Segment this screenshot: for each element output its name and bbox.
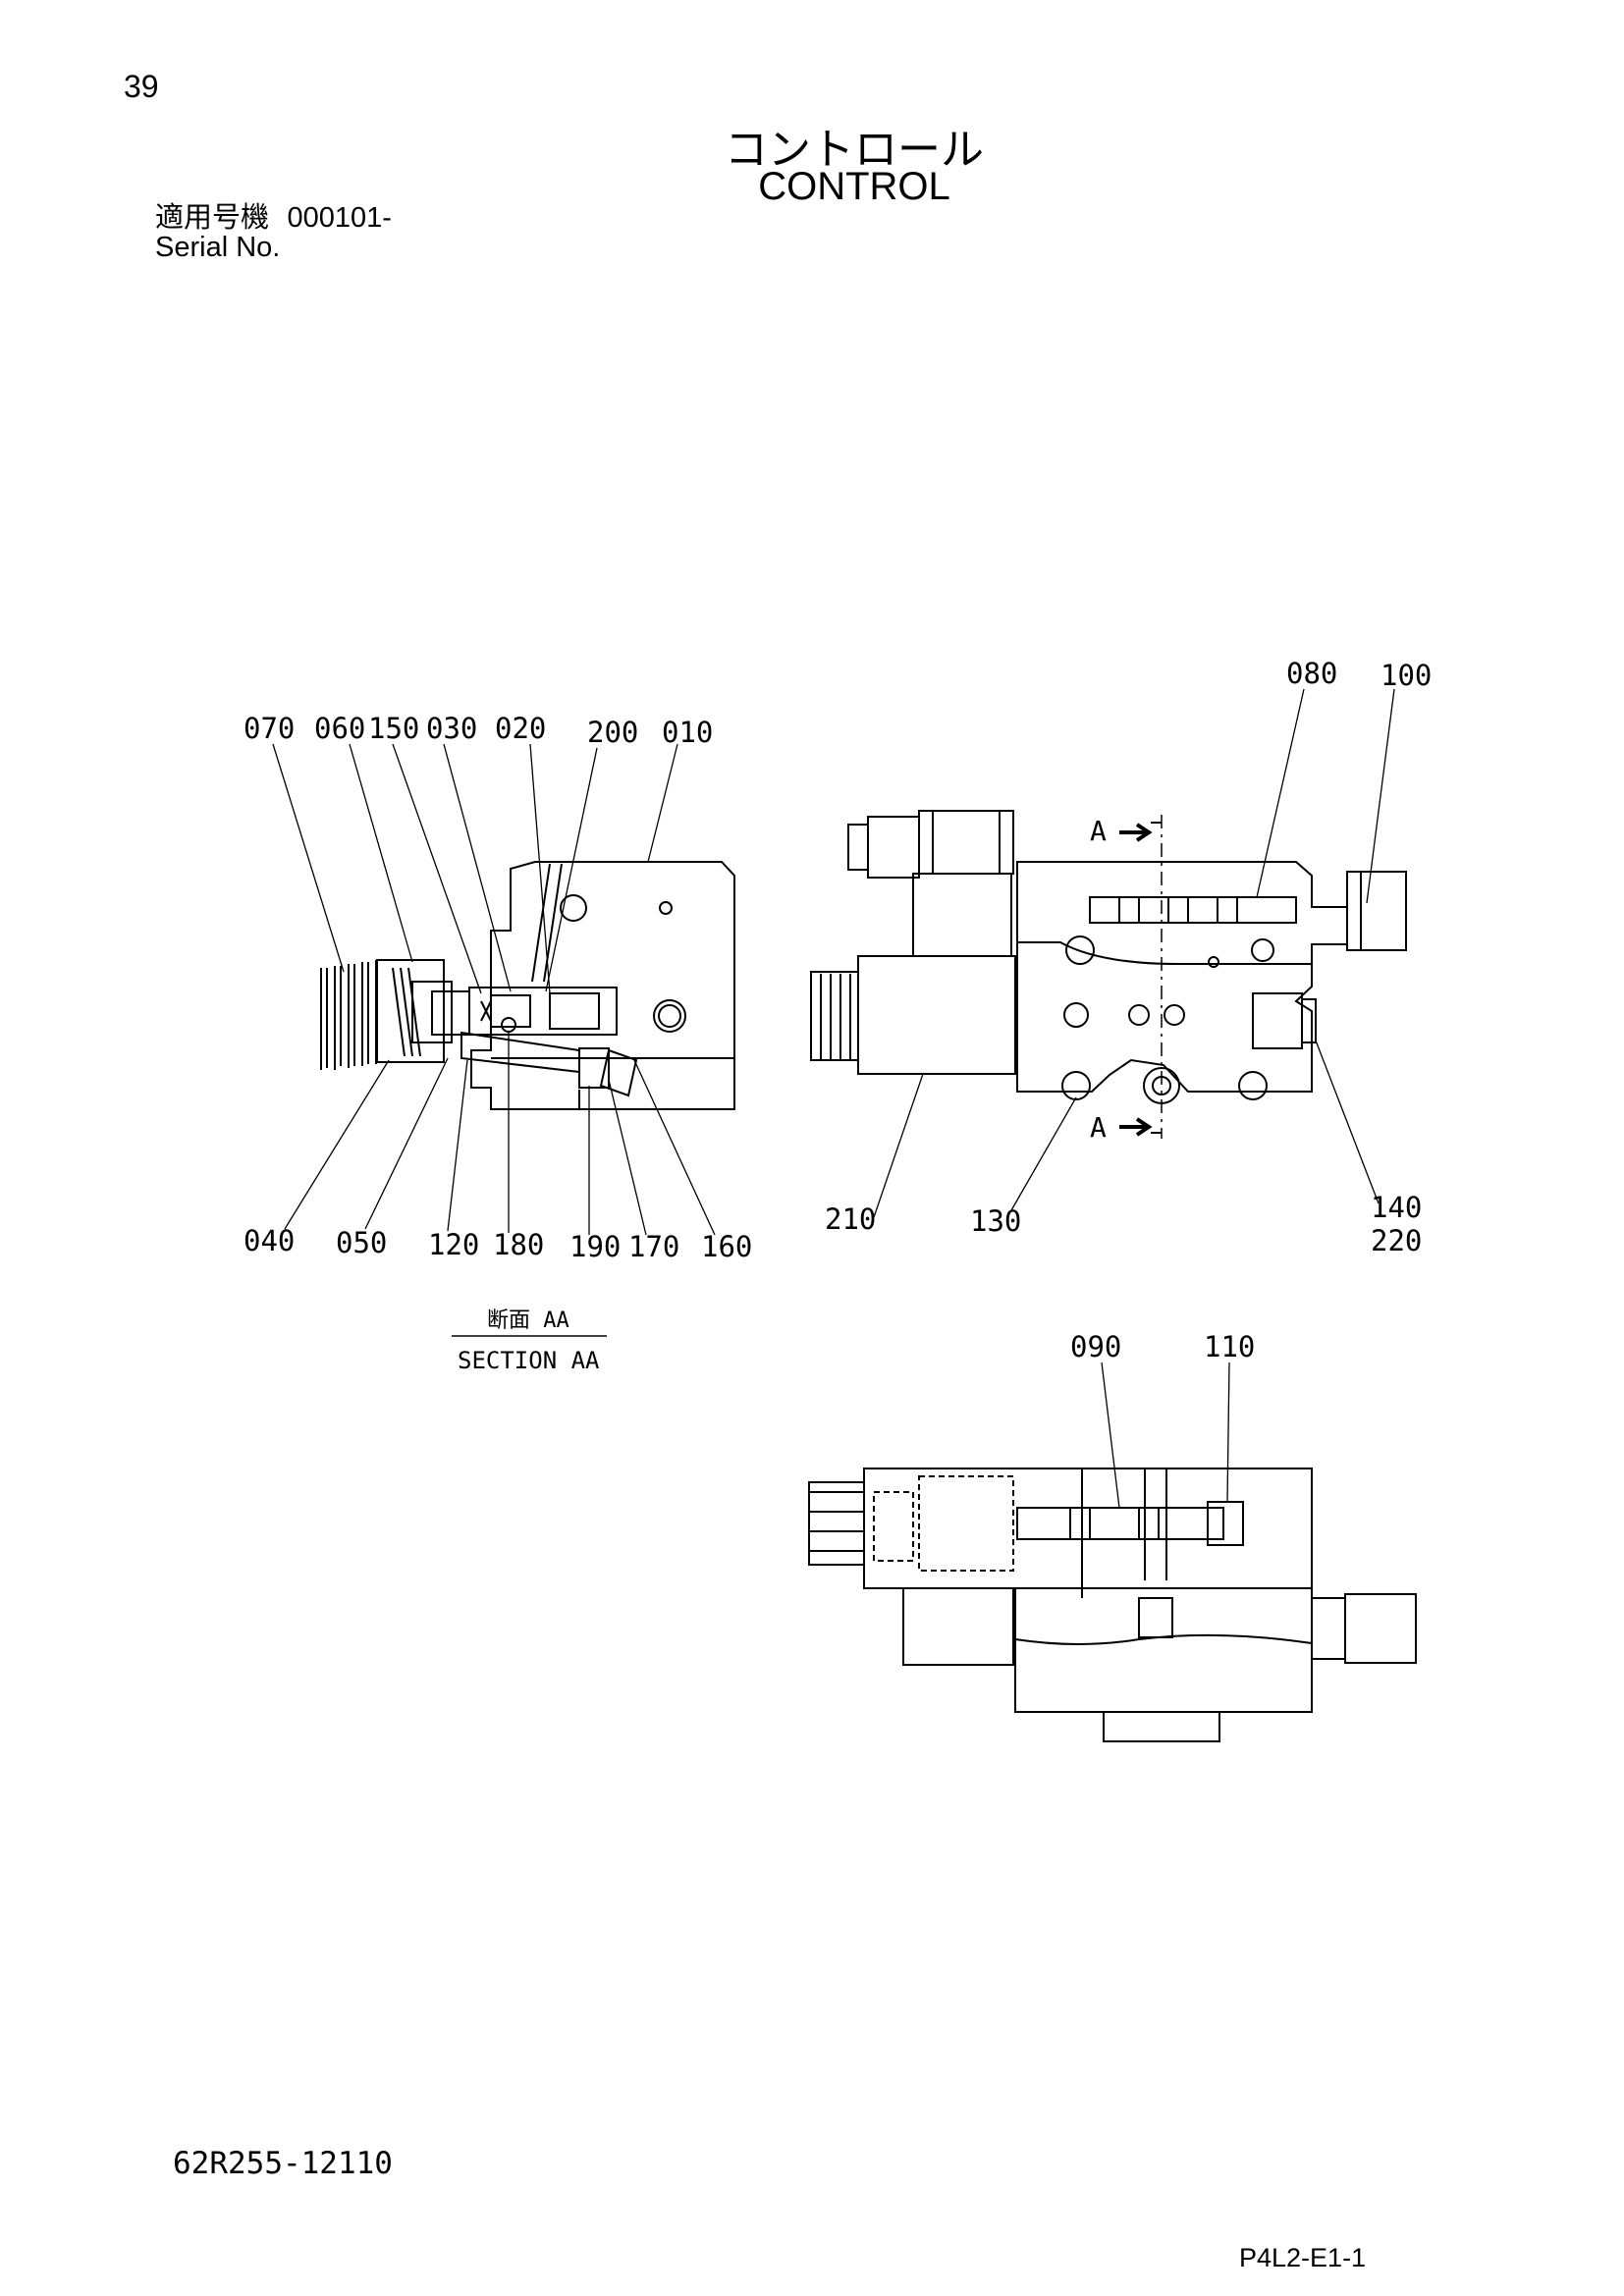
view-marker-top: A xyxy=(1090,815,1107,847)
callout-050: 050 xyxy=(336,1226,387,1259)
callout-130: 130 xyxy=(970,1204,1021,1238)
callout-020: 020 xyxy=(495,712,546,745)
serial-label-en: Serial No. xyxy=(155,232,281,263)
page-code: P4L2-E1-1 xyxy=(1239,2243,1367,2272)
callout-110: 110 xyxy=(1204,1330,1255,1363)
view-marker-bottom: A xyxy=(1090,1111,1107,1144)
leader-lines xyxy=(272,688,1395,1509)
callout-180: 180 xyxy=(493,1228,544,1261)
callout-010: 010 xyxy=(662,716,713,749)
callout-040: 040 xyxy=(244,1224,295,1257)
callout-060: 060 xyxy=(314,712,365,745)
callout-160: 160 xyxy=(701,1230,752,1263)
title-japanese: コントロール xyxy=(725,125,984,175)
serial-number: 000101- xyxy=(287,202,392,234)
callout-220: 220 xyxy=(1371,1224,1422,1257)
callout-210: 210 xyxy=(825,1202,876,1236)
callout-100: 100 xyxy=(1380,659,1432,692)
callout-030: 030 xyxy=(426,712,477,745)
front-view-drawing xyxy=(810,810,1407,1139)
callout-080: 080 xyxy=(1286,657,1337,690)
bottom-view-drawing xyxy=(808,1468,1417,1742)
page-number: 39 xyxy=(124,69,159,104)
callout-090: 090 xyxy=(1070,1330,1121,1363)
callout-150: 150 xyxy=(368,712,419,745)
serial-label-jp: 適用号機 xyxy=(155,200,270,234)
callout-070: 070 xyxy=(244,712,295,745)
drawing-number: 62R255-12110 xyxy=(173,2146,393,2181)
title-english: CONTROL xyxy=(758,165,950,208)
callout-140: 140 xyxy=(1371,1191,1422,1224)
callout-labels: 070 060 150 030 020 200 010 040 050 120 … xyxy=(244,657,1432,1374)
section-label-en: SECTION AA xyxy=(458,1347,600,1374)
section-label-jp: 断面 AA xyxy=(487,1308,569,1333)
serial-line: 適用号機 000101- xyxy=(155,194,392,236)
callout-170: 170 xyxy=(628,1230,679,1263)
callout-190: 190 xyxy=(569,1230,621,1263)
callout-120: 120 xyxy=(428,1228,479,1261)
section-aa-drawing xyxy=(320,861,735,1110)
callout-200: 200 xyxy=(587,716,638,749)
